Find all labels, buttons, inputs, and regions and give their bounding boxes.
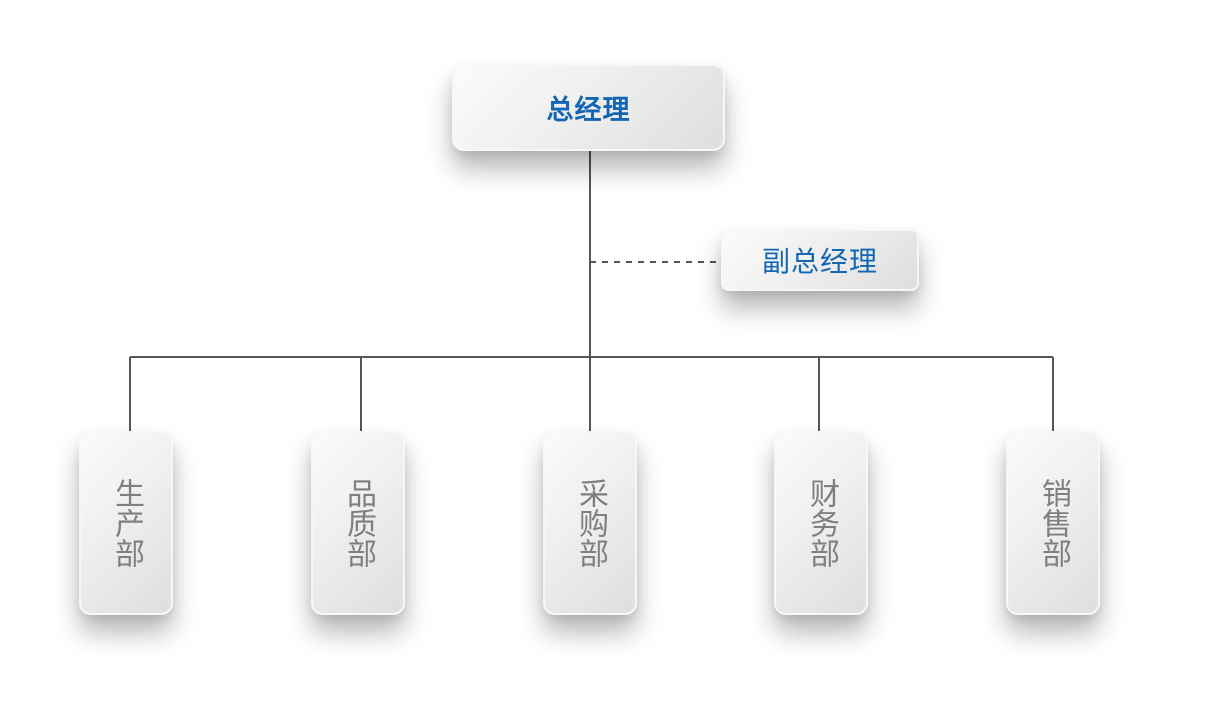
department-box-production: 生产部 (79, 431, 173, 615)
general-manager-label: 总经理 (546, 95, 631, 126)
general-manager-box: 总经理 (452, 64, 725, 151)
department-box-finance: 财务部 (774, 431, 868, 615)
department-label: 采购部 (573, 478, 608, 568)
department-box-purchasing: 采购部 (543, 431, 637, 615)
department-label: 品质部 (341, 478, 376, 568)
department-box-sales: 销售部 (1006, 431, 1100, 615)
department-label: 财务部 (804, 478, 839, 568)
deputy-general-manager-box: 副总经理 (721, 229, 919, 291)
department-box-quality: 品质部 (311, 431, 405, 615)
department-label: 销售部 (1036, 478, 1071, 568)
deputy-general-manager-label: 副总经理 (761, 245, 878, 278)
department-label: 生产部 (109, 478, 144, 568)
